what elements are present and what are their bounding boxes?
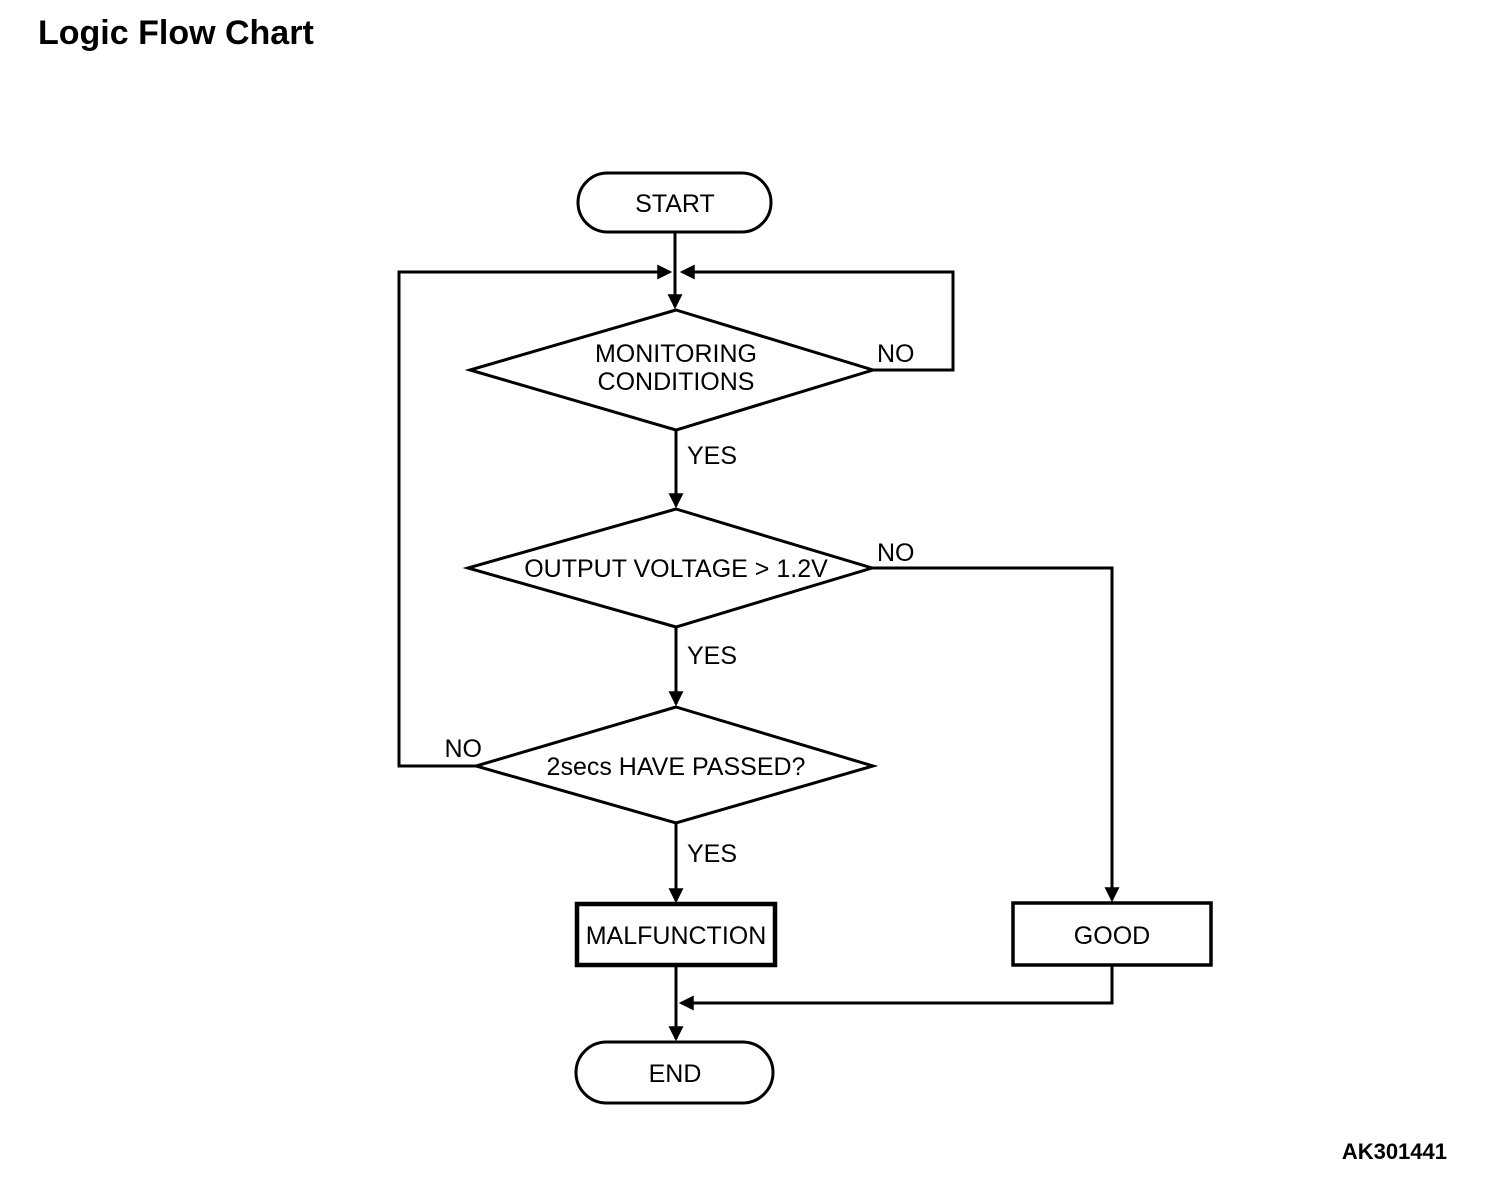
node-output-voltage	[462, 507, 878, 629]
page-title: Logic Flow Chart	[38, 14, 314, 52]
edge-label-voltage-yes: YES	[687, 642, 737, 670]
node-timer-label: 2secs HAVE PASSED?	[547, 753, 806, 781]
node-good	[1011, 901, 1213, 967]
figure-code: AK301441	[1342, 1139, 1447, 1164]
edge-voltage-no-to-good	[872, 566, 1120, 903]
edge-label-timer-yes: YES	[687, 840, 737, 868]
node-monitoring-conditions	[464, 308, 879, 432]
node-malfunction-label: MALFUNCTION	[586, 922, 767, 950]
edge-timer-no-loop	[397, 264, 673, 768]
edge-monitoring-no-loop	[679, 264, 955, 372]
edge-label-monitoring-yes: YES	[687, 442, 737, 470]
node-end-label: END	[649, 1060, 702, 1088]
node-monitoring-conditions-label-line2: CONDITIONS	[598, 368, 755, 396]
edge-label-monitoring-no: NO	[877, 340, 915, 368]
node-start	[576, 171, 773, 234]
node-end	[574, 1040, 775, 1105]
node-good-label: GOOD	[1074, 922, 1150, 950]
connectors	[397, 232, 1120, 1042]
nodes: START MONITORING CONDITIONS OUTPUT VOLTA…	[462, 171, 1213, 1105]
node-output-voltage-label: OUTPUT VOLTAGE > 1.2V	[524, 555, 828, 583]
node-timer	[470, 705, 879, 825]
edge-label-timer-no: NO	[445, 735, 483, 763]
node-malfunction	[574, 901, 778, 968]
edge-good-to-end	[678, 965, 1114, 1011]
node-monitoring-conditions-label-line1: MONITORING	[595, 340, 757, 368]
node-start-label: START	[635, 190, 715, 218]
edge-labels: NO YES NO YES NO YES	[445, 340, 915, 868]
edge-label-voltage-no: NO	[877, 539, 915, 567]
